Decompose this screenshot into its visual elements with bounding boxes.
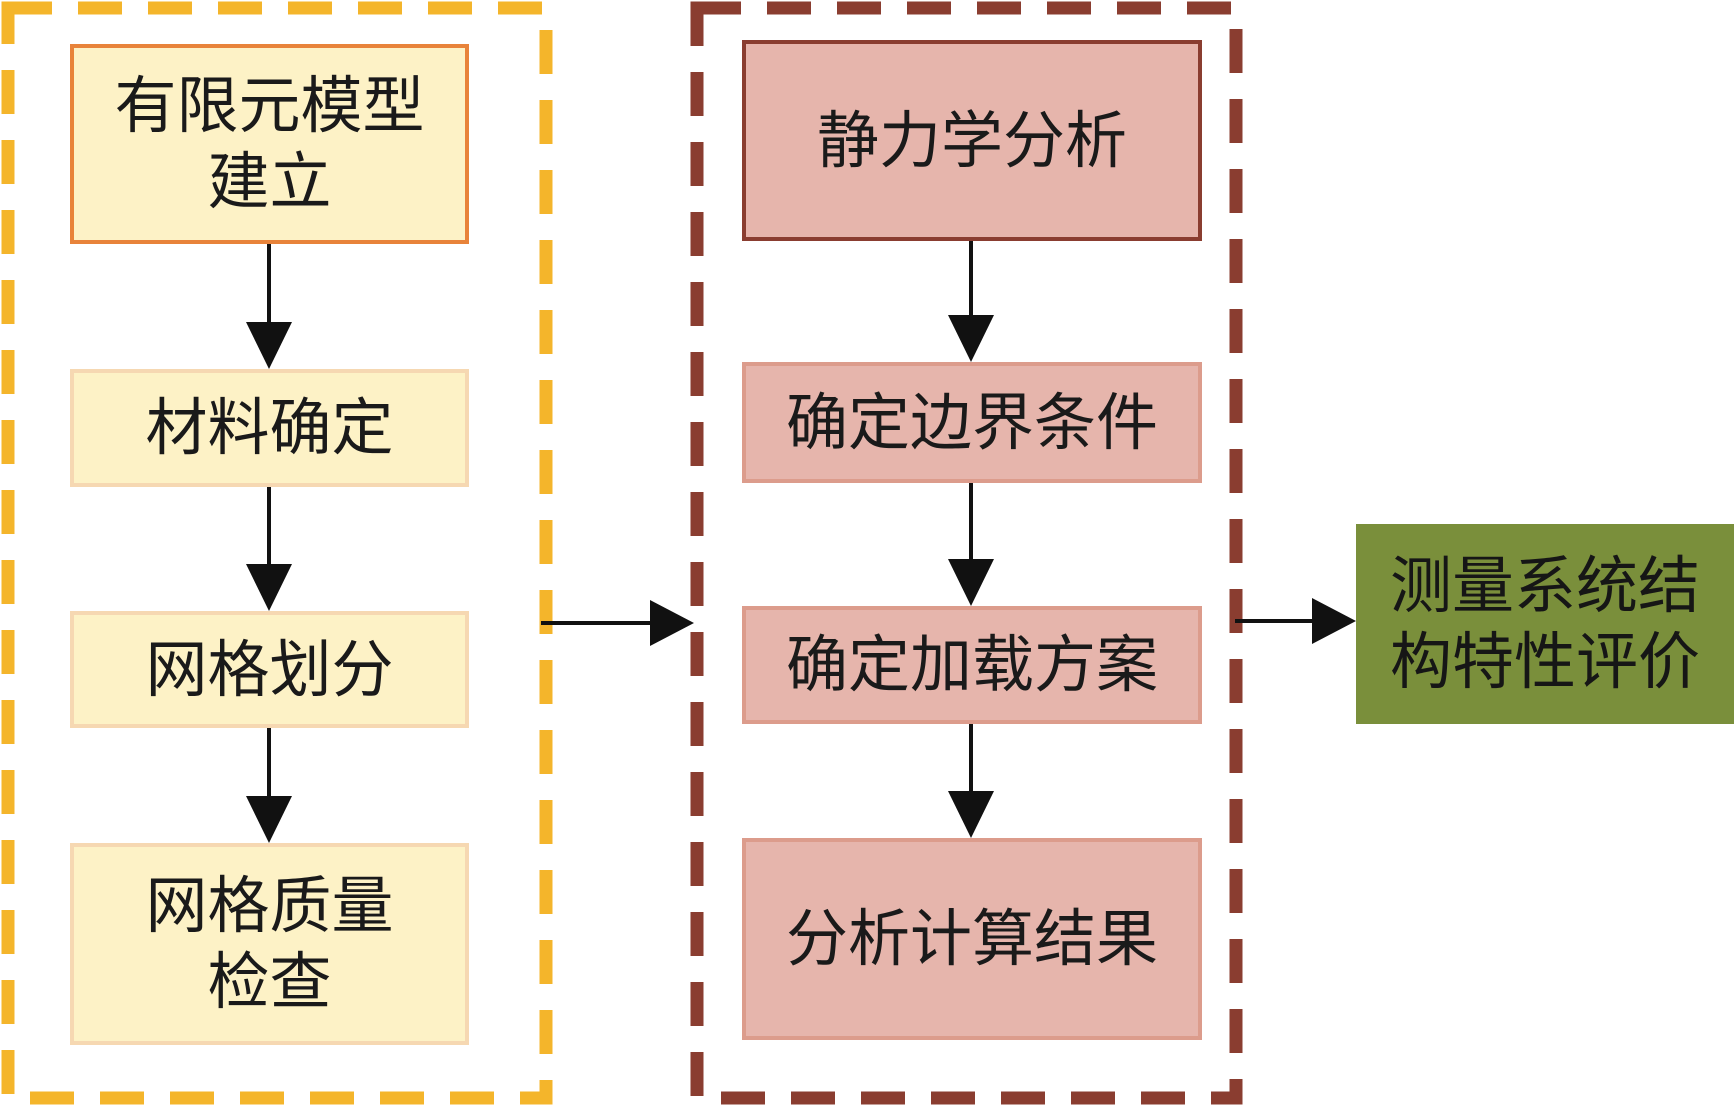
step-boundary-conditions: 确定边界条件 <box>742 362 1202 483</box>
left-group-frame <box>1 1 553 1105</box>
arrow-left-3 <box>246 727 292 843</box>
step-meshing: 网格划分 <box>70 611 469 728</box>
arrow-mid-3 <box>948 723 994 838</box>
arrow-left-1 <box>246 243 292 369</box>
step-meshing-label: 网格划分 <box>145 632 394 706</box>
step-model-building: 有限元模型 建立 <box>70 44 469 244</box>
step-mesh-quality: 网格质量 检查 <box>70 843 469 1045</box>
arrow-left-2 <box>246 486 292 611</box>
step-boundary-conditions-label: 确定边界条件 <box>785 385 1158 459</box>
step-results: 分析计算结果 <box>742 838 1202 1040</box>
step-static-analysis: 静力学分析 <box>742 40 1202 241</box>
step-loading-scheme-label: 确定加载方案 <box>785 628 1158 702</box>
step-material-label: 材料确定 <box>145 391 394 465</box>
step-material: 材料确定 <box>70 369 469 487</box>
step-model-building-label: 有限元模型 建立 <box>114 69 425 218</box>
middle-group-frame <box>690 1 1243 1105</box>
step-static-analysis-label: 静力学分析 <box>816 103 1127 177</box>
result-evaluation: 测量系统结 构特性评价 <box>1356 524 1734 724</box>
result-evaluation-label: 测量系统结 构特性评价 <box>1389 549 1700 698</box>
arrow-mid-1 <box>948 240 994 362</box>
arrow-mid-2 <box>948 482 994 606</box>
arrow-left-to-middle <box>541 600 694 646</box>
step-loading-scheme: 确定加载方案 <box>742 606 1202 724</box>
arrow-middle-to-result <box>1235 598 1356 644</box>
step-results-label: 分析计算结果 <box>785 902 1158 976</box>
step-mesh-quality-label: 网格质量 检查 <box>145 869 394 1018</box>
